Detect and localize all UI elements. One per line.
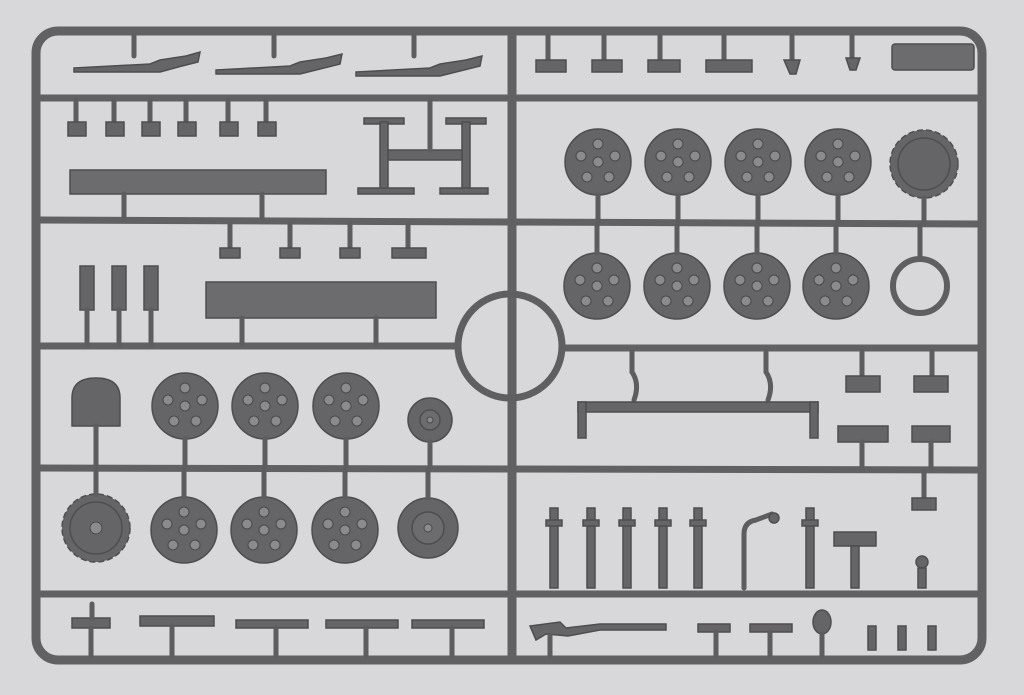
vertical-brackets-left (79, 265, 159, 347)
road-wheels-upper-row (564, 128, 959, 227)
sprue-horizontal-runners (34, 94, 984, 598)
long-plate-upper (69, 169, 327, 221)
small-boxes-right (837, 349, 951, 511)
road-wheels-second-row (563, 223, 950, 320)
sprue-center-ring (454, 290, 566, 402)
small-parts-row-two (219, 221, 427, 259)
long-plate-middle (205, 281, 437, 347)
road-wheels-lower-left-upper (151, 372, 453, 469)
shovel-part (71, 377, 121, 469)
h-frame-part (357, 97, 489, 195)
axle-bar-part (577, 349, 819, 439)
hook-parts-row (67, 97, 277, 137)
rifle-parts (73, 33, 483, 77)
road-wheels-lower-left-lower (61, 467, 459, 564)
small-parts-top-right (535, 33, 975, 75)
bottom-row-parts (71, 601, 937, 659)
tool-pins-lower-right (545, 507, 929, 591)
